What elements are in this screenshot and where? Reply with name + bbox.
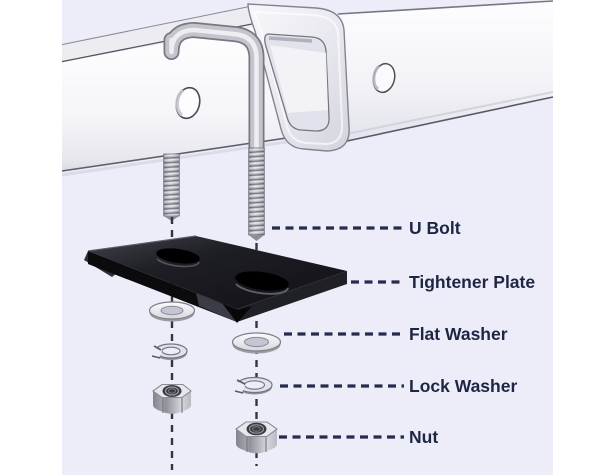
nut-left [152, 383, 192, 414]
right-margin [553, 0, 600, 475]
label-nut: Nut [409, 427, 439, 447]
label-flat-washer: Flat Washer [409, 324, 508, 344]
flat-washer-left [148, 301, 196, 322]
label-connector-lines [272, 226, 404, 439]
left-margin [0, 0, 62, 475]
hitch-bar-hole [175, 86, 201, 120]
label-u-bolt: U Bolt [409, 218, 461, 238]
nut-right [235, 421, 278, 454]
label-tightener-plate: Tightener Plate [409, 272, 536, 292]
tightener-plate-hole-2 [235, 271, 289, 295]
hitch-bar [54, 5, 301, 178]
tightener-plate [84, 235, 347, 323]
label-lock-washer: Lock Washer [409, 376, 518, 396]
receiver-collar [247, 3, 350, 152]
u-bolt-threads-right [248, 147, 265, 241]
u-bolt-threads-left [163, 153, 180, 221]
receiver-tube [337, 0, 554, 142]
flat-washer-right [231, 332, 282, 354]
tightener-plate-hole-1 [156, 248, 200, 268]
lock-washer-left [150, 343, 188, 360]
receiver-tube-hole [372, 62, 396, 94]
u-bolt [163, 22, 265, 161]
lock-washer-right [232, 376, 273, 395]
